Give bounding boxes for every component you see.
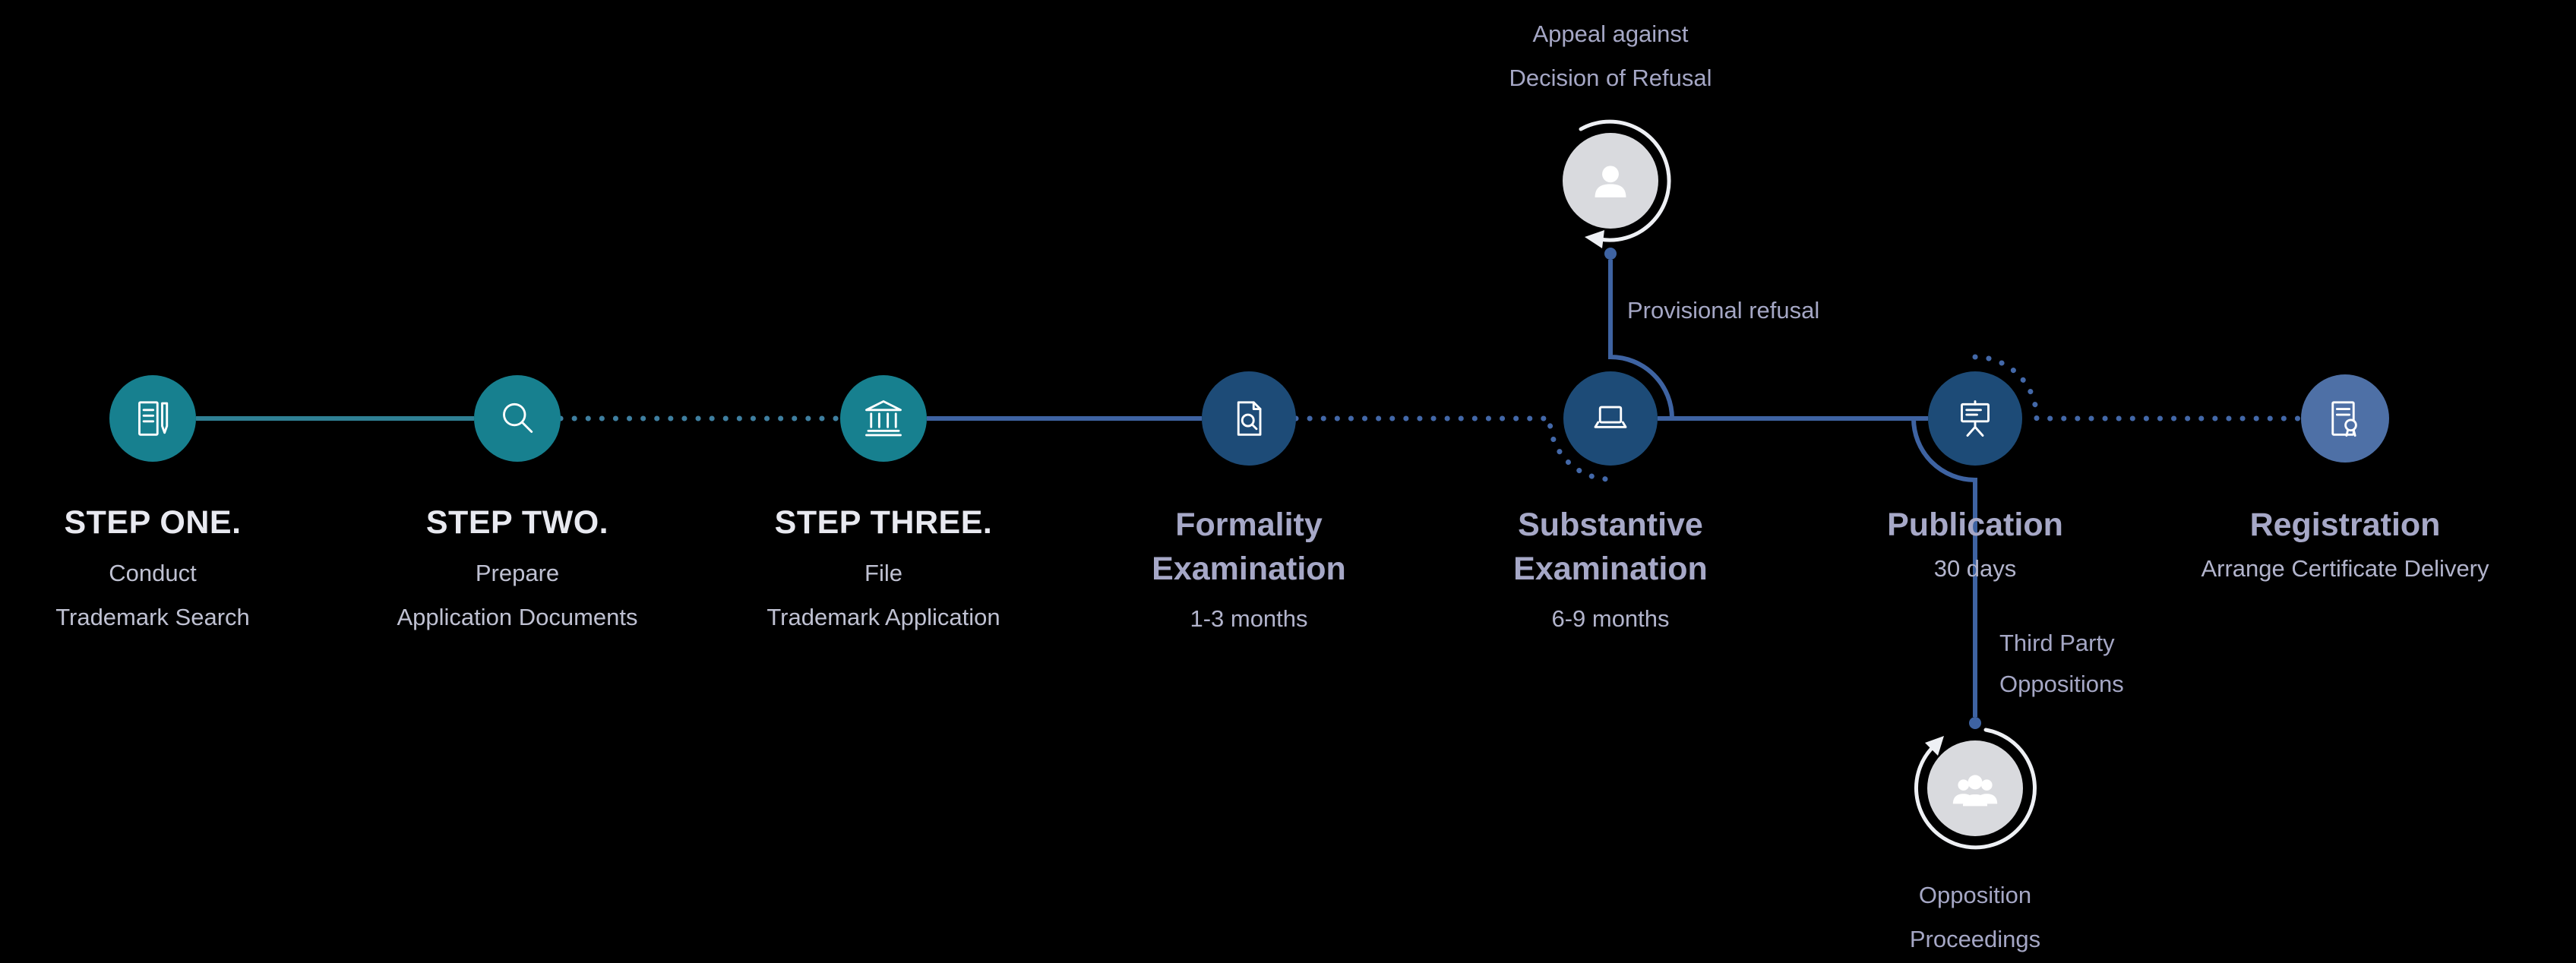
- appeal-label-line2: Decision of Refusal: [1509, 65, 1712, 91]
- node-step-two: [474, 375, 561, 462]
- publication-title: Publication: [1887, 507, 2063, 543]
- publication-duration: 30 days: [1933, 555, 2017, 582]
- registration-label: Registration Arrange Certificate Deliver…: [2117, 503, 2573, 591]
- formality-examination-label: Formality Examination 1-3 months: [1059, 503, 1439, 641]
- people-group-icon: [1952, 775, 1998, 807]
- step-three-label: STEP THREE. File Trademark Application: [694, 503, 1073, 639]
- opposition-branch-line: [1911, 418, 1977, 717]
- substantive-title-line1: Substantive: [1518, 507, 1703, 543]
- document-pen-icon: [138, 401, 169, 436]
- person-icon: [1595, 166, 1626, 197]
- node-formality-examination: [1202, 371, 1296, 466]
- certificate-icon: [2331, 401, 2357, 437]
- step-three-sub-line1: File: [864, 560, 902, 586]
- node-substantive-examination: [1563, 371, 1658, 466]
- substantive-title-line2: Examination: [1513, 551, 1708, 587]
- government-building-icon: [865, 400, 902, 437]
- step-two-label: STEP TWO. Prepare Application Documents: [327, 503, 707, 639]
- step-two-sub-line1: Prepare: [475, 560, 560, 586]
- appeal-label: Appeal against Decision of Refusal: [1421, 12, 1800, 100]
- node-registration: [2301, 374, 2389, 463]
- presentation-board-icon: [1961, 400, 1990, 437]
- node-publication: [1928, 371, 2022, 466]
- opposition-cycle-arrow: [1914, 728, 2037, 850]
- appeal-branch-line: [1608, 260, 1674, 419]
- node-appeal: [1563, 133, 1658, 229]
- appeal-line-dot: [1604, 248, 1617, 260]
- step-one-title: STEP ONE.: [64, 504, 242, 541]
- connector-publication-registration-dotted: [1972, 354, 2304, 422]
- step-two-title: STEP TWO.: [425, 504, 609, 541]
- third-party-oppositions-label: Third Party Oppositions: [1999, 623, 2124, 705]
- step-three-title: STEP THREE.: [774, 504, 993, 541]
- step-three-sub-line2: Trademark Application: [766, 604, 1000, 630]
- registration-sub: Arrange Certificate Delivery: [2201, 555, 2489, 582]
- appeal-cycle-arrow-head: [1585, 230, 1604, 248]
- connector-formality-substantive-dotted: [1293, 415, 1614, 482]
- substantive-examination-label: Substantive Examination 6-9 months: [1421, 503, 1800, 641]
- laptop-icon: [1594, 406, 1627, 428]
- opposition-label-line1: Opposition: [1918, 882, 2032, 908]
- formality-title-line2: Examination: [1152, 551, 1346, 587]
- step-one-label: STEP ONE. Conduct Trademark Search: [0, 503, 343, 639]
- publication-label: Publication 30 days: [1785, 503, 2165, 591]
- registration-title: Registration: [2249, 507, 2441, 543]
- third-party-line1: Third Party: [1999, 630, 2115, 656]
- step-one-sub-line1: Conduct: [109, 560, 197, 586]
- magnifier-icon: [503, 403, 533, 433]
- opposition-line-dot: [1969, 717, 1981, 729]
- opposition-label-line2: Proceedings: [1909, 926, 2041, 952]
- opposition-proceedings-label: Opposition Proceedings: [1785, 873, 2165, 961]
- node-opposition: [1927, 740, 2023, 836]
- appeal-cycle-arrow: [1579, 119, 1671, 242]
- appeal-label-line1: Appeal against: [1532, 21, 1689, 47]
- formality-title-line1: Formality: [1175, 507, 1323, 543]
- third-party-line2: Oppositions: [1999, 671, 2124, 697]
- formality-duration: 1-3 months: [1190, 605, 1308, 632]
- step-two-sub-line2: Application Documents: [397, 604, 638, 630]
- step-one-sub-line2: Trademark Search: [55, 604, 250, 630]
- node-step-one: [109, 375, 196, 462]
- substantive-duration: 6-9 months: [1551, 605, 1670, 632]
- opposition-cycle-arrow-head: [1925, 736, 1944, 756]
- document-review-icon: [1237, 401, 1262, 436]
- node-step-three: [840, 375, 927, 462]
- provisional-refusal-label: Provisional refusal: [1627, 297, 1820, 324]
